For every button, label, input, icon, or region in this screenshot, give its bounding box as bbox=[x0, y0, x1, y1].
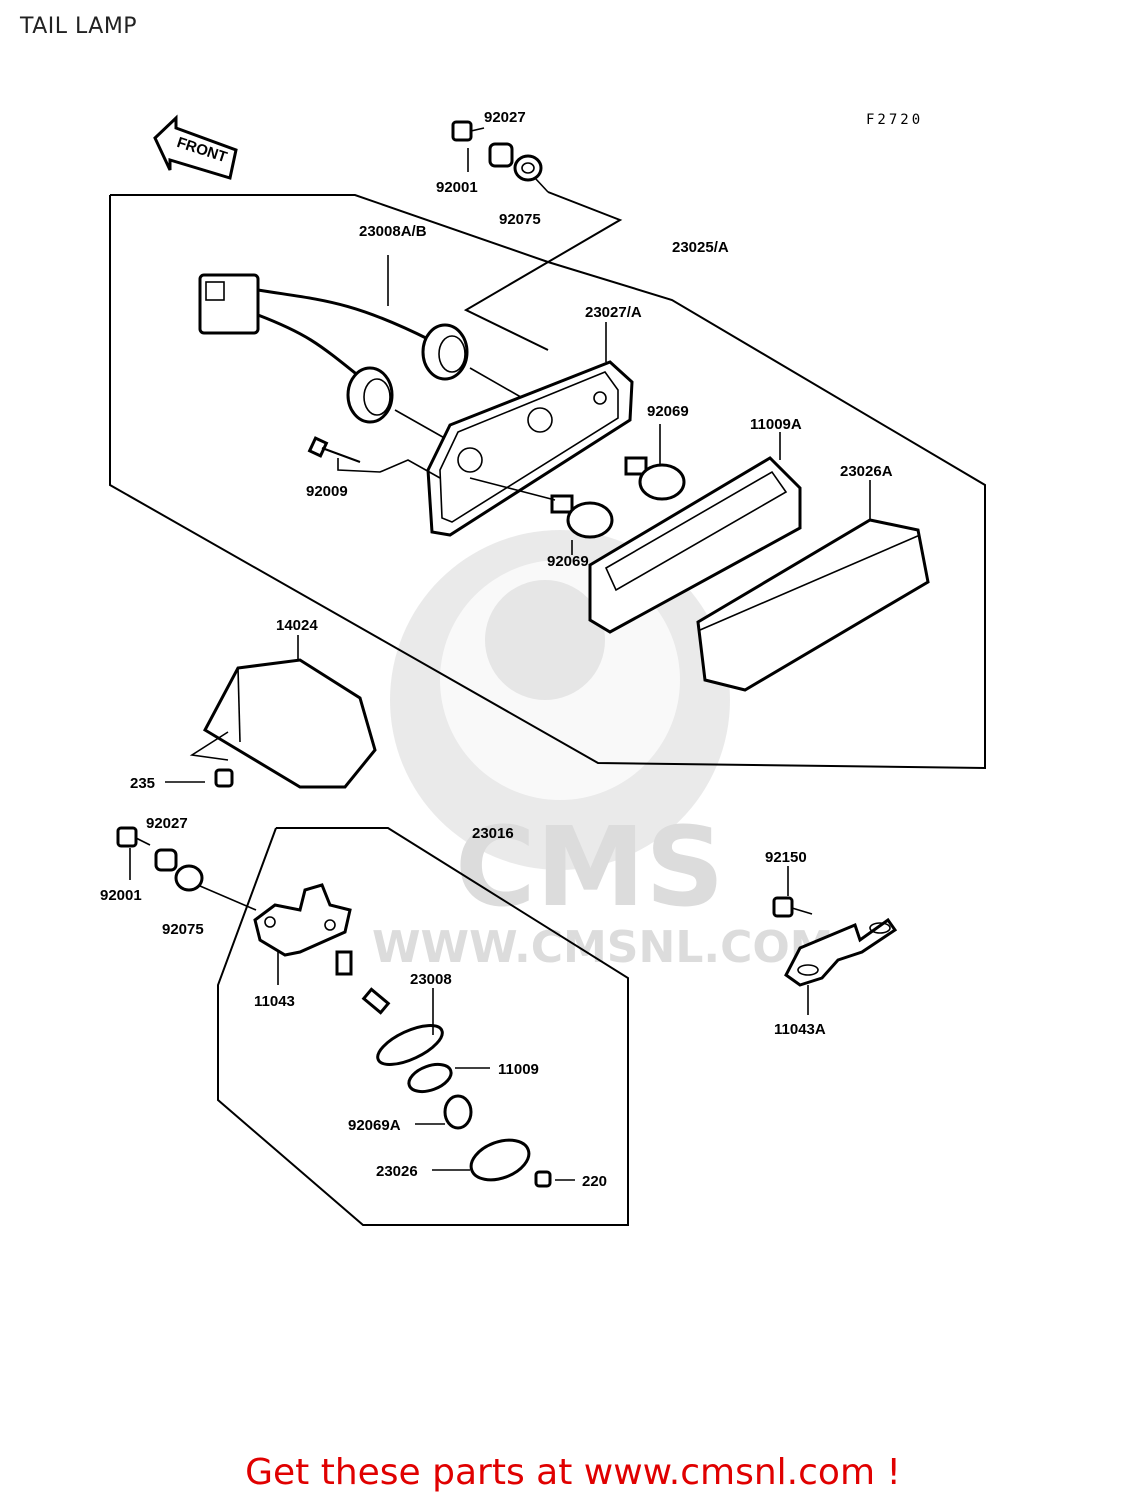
label-23026a: 23026A bbox=[840, 463, 893, 480]
label-92027-top: 92027 bbox=[484, 109, 526, 126]
label-23025a: 23025/A bbox=[672, 239, 729, 256]
lens-23026 bbox=[469, 1138, 531, 1182]
label-11009a: 11009A bbox=[750, 416, 802, 433]
bolt-92001-top bbox=[451, 120, 485, 142]
watermark-brand: CMS bbox=[455, 803, 724, 931]
label-23008ab: 23008A/B bbox=[359, 223, 427, 240]
screw-220 bbox=[534, 1170, 552, 1188]
grommet-92075-lower bbox=[174, 864, 204, 892]
watermark-url: WWW.CMSNL.COM bbox=[372, 922, 834, 973]
label-92069-lower: 92069 bbox=[547, 553, 589, 570]
bulb-92069-lower bbox=[550, 494, 614, 539]
cover-14024 bbox=[203, 658, 377, 789]
assembly-outline-lower bbox=[217, 827, 629, 1226]
label-11009: 11009 bbox=[498, 1061, 539, 1078]
label-92009: 92009 bbox=[306, 483, 348, 500]
page-title: TAIL LAMP bbox=[20, 14, 138, 39]
label-92069A: 92069A bbox=[348, 1117, 401, 1134]
label-92001-lower: 92001 bbox=[100, 887, 142, 904]
socket-23008 bbox=[335, 950, 444, 1066]
gasket-11009a bbox=[588, 456, 802, 634]
collar-92027-lower bbox=[154, 848, 178, 872]
bracket-11043A bbox=[784, 917, 898, 987]
harness-23008ab bbox=[198, 273, 469, 424]
label-92075-top: 92075 bbox=[499, 211, 541, 228]
washer-11009 bbox=[407, 1062, 453, 1094]
label-92075-lower: 92075 bbox=[162, 921, 204, 938]
bulb-92069-upper bbox=[624, 456, 686, 501]
label-23008: 23008 bbox=[410, 971, 452, 988]
label-23027a: 23027/A bbox=[585, 304, 642, 321]
label-11043: 11043 bbox=[254, 993, 295, 1010]
assembly-outline-upper bbox=[109, 194, 986, 770]
label-92027-lower: 92027 bbox=[146, 815, 188, 832]
label-220: 220 bbox=[582, 1173, 607, 1190]
label-23016: 23016 bbox=[472, 825, 514, 842]
bolt-92001-lower bbox=[116, 826, 151, 848]
label-92150: 92150 bbox=[765, 849, 807, 866]
label-235: 235 bbox=[130, 775, 155, 792]
front-arrow-icon: FRONT bbox=[153, 114, 238, 180]
label-14024: 14024 bbox=[276, 617, 318, 634]
label-11043A: 11043A bbox=[774, 1021, 826, 1038]
figure-code: F2720 bbox=[866, 112, 923, 128]
grommet-92075-top bbox=[513, 154, 543, 182]
bulb-92069A bbox=[443, 1094, 473, 1130]
screw-92009 bbox=[307, 436, 361, 463]
label-92069-upper: 92069 bbox=[647, 403, 689, 420]
bolt-92150 bbox=[772, 896, 813, 918]
lamp-housing-23027a bbox=[426, 360, 634, 537]
screw-235 bbox=[214, 768, 234, 788]
bracket-11043 bbox=[253, 883, 352, 957]
collar-92027-top bbox=[488, 142, 514, 168]
label-92001-top: 92001 bbox=[436, 179, 478, 196]
footer-link-text[interactable]: Get these parts at www.cmsnl.com ! bbox=[245, 1452, 901, 1493]
label-23026: 23026 bbox=[376, 1163, 418, 1180]
